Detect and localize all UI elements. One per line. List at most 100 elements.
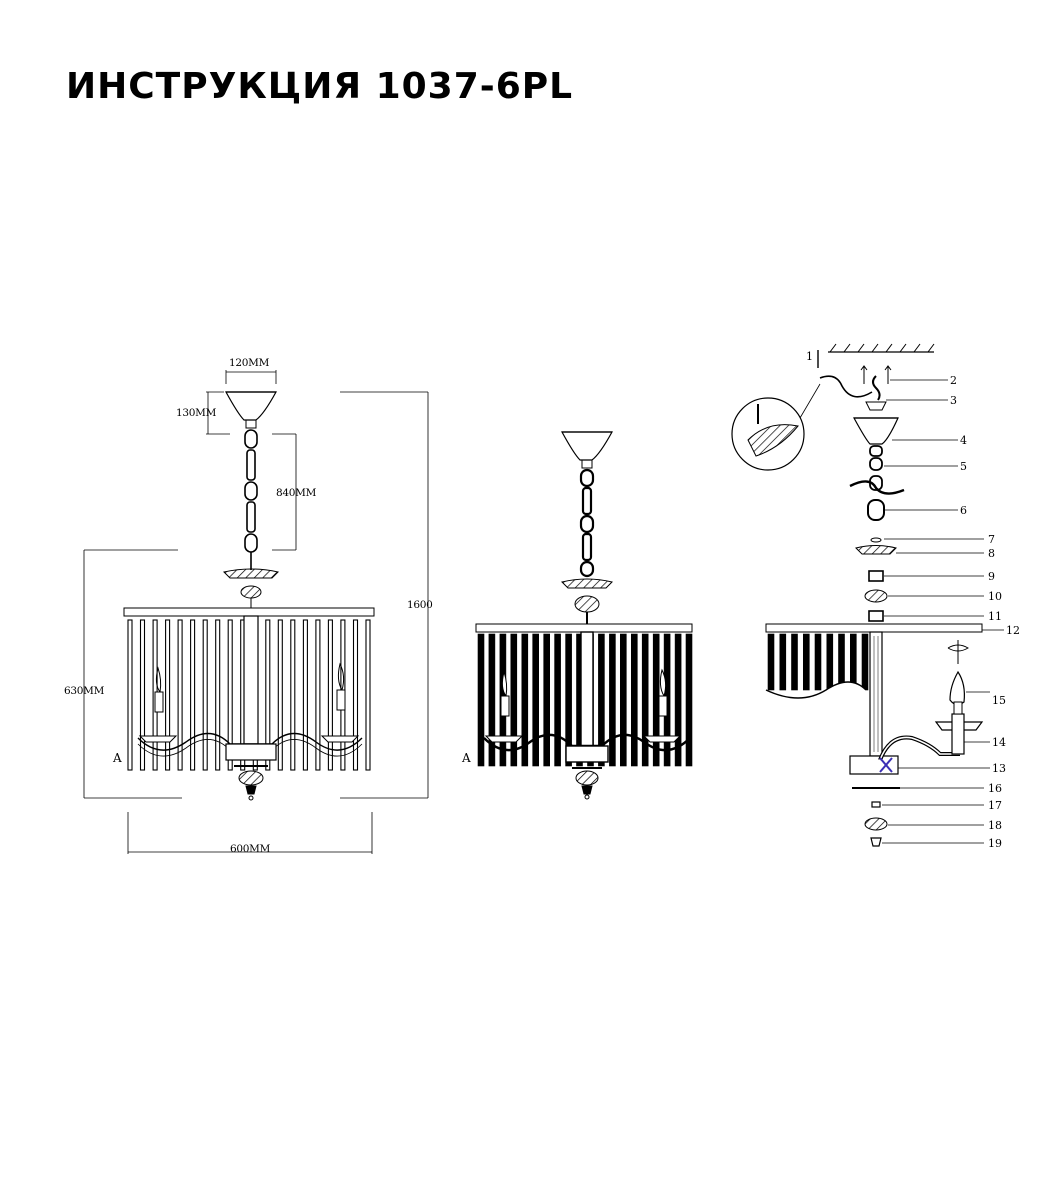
- crystal-rod: [779, 633, 787, 691]
- crystal-rod: [521, 633, 529, 767]
- part-number-5: 5: [960, 460, 967, 473]
- top-dish-left: [223, 568, 279, 579]
- crystal-rod: [202, 619, 208, 771]
- bottom-knob-left: [238, 770, 264, 786]
- crystal-rod: [767, 633, 775, 691]
- top-dish-middle: [561, 578, 613, 589]
- part-number-15: 15: [992, 694, 1006, 707]
- crystal-rod: [641, 633, 649, 767]
- crystal-rod: [838, 633, 845, 691]
- crystal-rod: [227, 619, 233, 771]
- crystal-rods-exploded: [767, 633, 869, 691]
- crystal-rod: [215, 619, 221, 771]
- exploded-view: [731, 343, 1004, 847]
- dim-chain-length: 840MM: [276, 487, 317, 499]
- crystal-rod: [190, 619, 196, 771]
- crystal-rod: [365, 619, 371, 771]
- part-number-9: 9: [988, 570, 995, 583]
- part-number-19: 19: [988, 837, 1002, 850]
- view-a-label-middle: A: [461, 751, 471, 765]
- crystal-rod: [619, 633, 627, 767]
- part-number-6: 6: [960, 504, 967, 517]
- page-title: ИНСТРУКЦИЯ 1037-6PL: [66, 66, 574, 107]
- crystal-rod: [814, 633, 822, 691]
- crystal-rod: [861, 633, 869, 691]
- part-number-3: 3: [950, 394, 957, 407]
- crystal-rod: [352, 619, 359, 771]
- crystal-rod: [609, 633, 616, 767]
- crystal-rod: [652, 633, 660, 767]
- candle-middle-2: [642, 668, 682, 743]
- part-number-11: 11: [988, 610, 1002, 623]
- center-stem-left: [243, 615, 259, 745]
- part-number-13: 13: [992, 762, 1006, 775]
- solid-view: [475, 431, 693, 800]
- crystal-rod: [127, 619, 133, 771]
- crystal-rod: [802, 633, 810, 691]
- crystal-rod: [277, 619, 283, 771]
- frame-ring-middle: [475, 623, 693, 633]
- part-number-14: 14: [992, 736, 1006, 749]
- chain-left: [244, 429, 258, 570]
- leader-lines: [882, 379, 1004, 844]
- part-frame-ring: [765, 623, 983, 633]
- frame-ring-left: [123, 607, 375, 617]
- bottom-knob-middle: [575, 770, 599, 786]
- crystal-rod: [315, 619, 321, 771]
- crystal-rod: [139, 619, 146, 771]
- crystal-rod: [510, 633, 518, 767]
- view-a-label-left: A: [112, 751, 122, 765]
- crystal-rod: [165, 619, 171, 771]
- part-number-17: 17: [988, 799, 1002, 812]
- crystal-rod: [674, 633, 682, 767]
- top-knob-middle: [574, 595, 600, 613]
- crystal-rod: [265, 619, 271, 771]
- part-number-12: 12: [1006, 624, 1020, 637]
- part-number-8: 8: [988, 547, 995, 560]
- crystal-rod: [177, 619, 183, 771]
- crystal-rod: [791, 633, 798, 691]
- dim-canopy-height: 130MM: [176, 407, 217, 419]
- dim-total-height: 1600: [407, 599, 433, 611]
- dimension-lines: [83, 370, 429, 854]
- crystal-rod: [290, 619, 296, 771]
- candle-middle-1: [484, 670, 524, 743]
- part-number-18: 18: [988, 819, 1002, 832]
- crystal-rod: [488, 633, 496, 767]
- dim-body-height: 630MM: [64, 685, 105, 697]
- ceiling-hatch: [828, 343, 935, 353]
- crystal-rod: [685, 633, 693, 767]
- crystal-rod: [826, 633, 834, 691]
- part-hub: [849, 755, 899, 775]
- crystal-rod: [543, 633, 551, 767]
- crystal-rod: [532, 633, 540, 767]
- crystal-rod: [554, 633, 561, 767]
- crystal-rod: [630, 633, 638, 767]
- crystal-rod: [327, 619, 333, 771]
- chain-middle: [579, 468, 595, 578]
- dimensioned-view: [83, 370, 429, 854]
- part-number-16: 16: [988, 782, 1002, 795]
- crystal-rod: [565, 633, 572, 767]
- candle-left-1: [138, 666, 178, 743]
- center-stem-middle: [580, 631, 594, 753]
- part-number-10: 10: [988, 590, 1002, 603]
- part-numbers: 1 2 3 4 5 6 7 8 9 10 11 12 13 14 15 16 1…: [806, 350, 1020, 850]
- part-number-2: 2: [950, 374, 957, 387]
- bottom-hub-left: [225, 743, 277, 761]
- dim-body-width: 600MM: [230, 843, 271, 855]
- crystal-rod: [477, 633, 485, 767]
- crystal-rod: [302, 619, 308, 771]
- bottom-hub-middle: [565, 745, 609, 763]
- part-number-1: 1: [806, 350, 813, 363]
- canopy-middle: [560, 431, 614, 469]
- canopy-left: [224, 391, 278, 429]
- dim-canopy-width: 120MM: [229, 357, 270, 369]
- part-canopy: [852, 417, 899, 445]
- part-number-7: 7: [988, 533, 995, 546]
- crystal-rod: [598, 633, 605, 767]
- candle-left-2: [320, 662, 360, 743]
- part-number-4: 4: [960, 434, 967, 447]
